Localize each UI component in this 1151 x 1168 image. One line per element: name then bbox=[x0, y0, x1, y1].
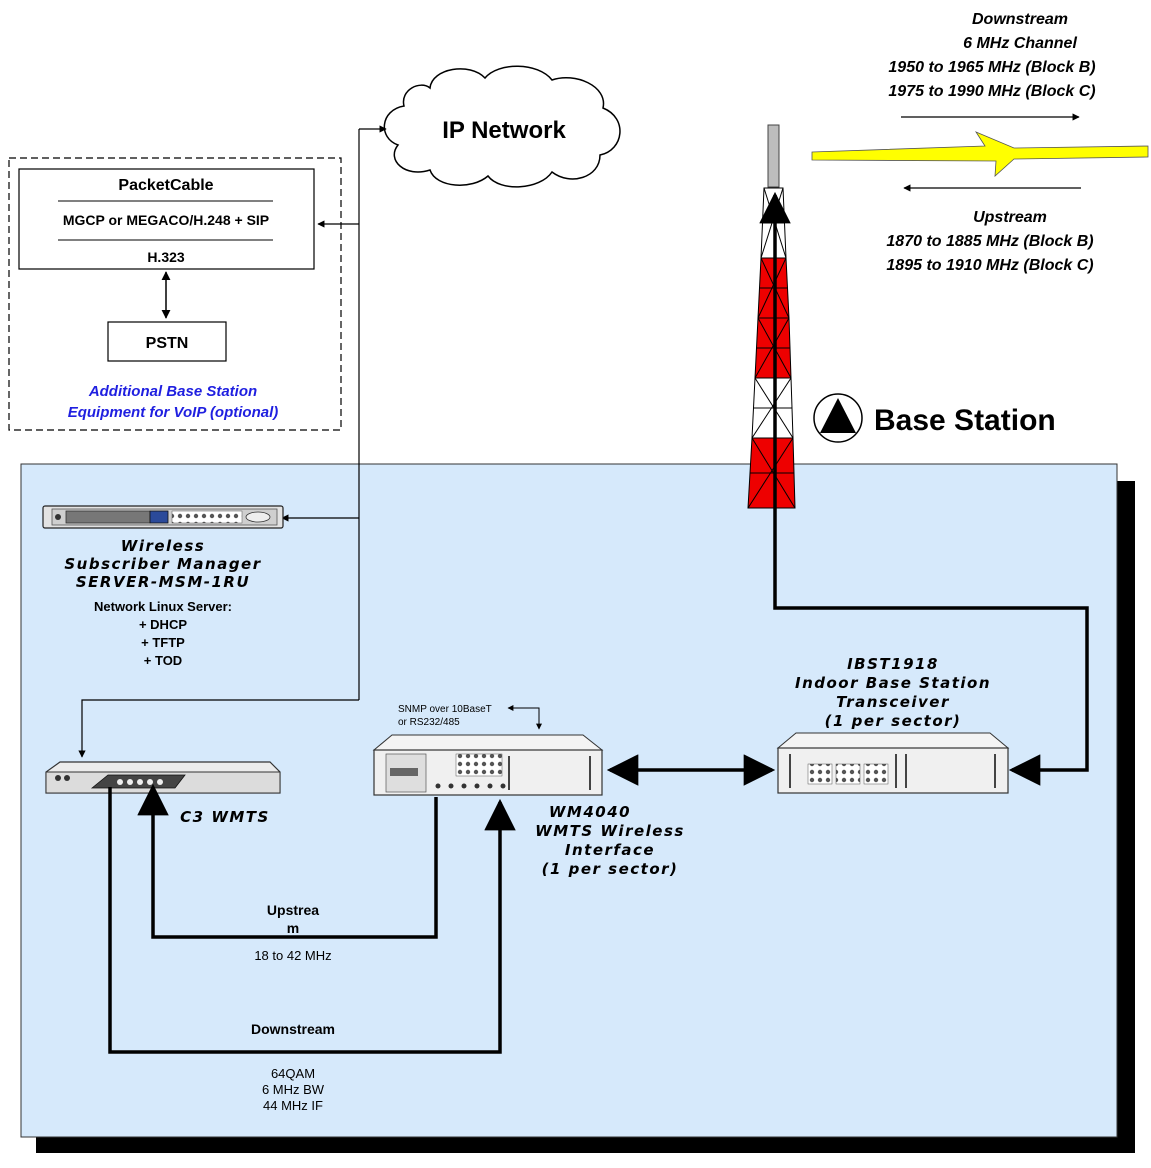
upstream-if-cable bbox=[137, 783, 438, 939]
wm4040-unit bbox=[372, 734, 604, 796]
upstream-if-title-line1: Upstrea bbox=[267, 902, 319, 918]
server-name-line3: SERVER-MSM-1RU bbox=[76, 573, 250, 591]
downstream-rf-channel: 6 MHz Channel bbox=[963, 35, 1077, 52]
server-desc-line2: + DHCP bbox=[139, 617, 187, 632]
ibst-line2: Indoor Base Station bbox=[795, 674, 991, 692]
ip-network-label: IP Network bbox=[442, 117, 566, 144]
downstream-rf-block-c: 1975 to 1990 MHz (Block C) bbox=[888, 83, 1095, 100]
antenna-panel bbox=[767, 124, 780, 188]
c3-link-arrow bbox=[78, 699, 359, 758]
voip-caption-line1: Additional Base Station bbox=[88, 383, 257, 400]
ibst1918-unit bbox=[776, 732, 1010, 794]
snmp-line2: or RS232/485 bbox=[398, 717, 460, 728]
upstream-rf-title: Upstream bbox=[973, 209, 1047, 226]
c3-wmts-label: C3 WMTS bbox=[180, 808, 270, 826]
packetcable-label: PacketCable bbox=[118, 177, 213, 194]
upstream-rf-block-c: 1895 to 1910 MHz (Block C) bbox=[886, 257, 1093, 274]
wm4040-line3: Interface bbox=[565, 841, 655, 859]
upstream-rf-block-b: 1870 to 1885 MHz (Block B) bbox=[886, 233, 1093, 250]
packetcable-box bbox=[18, 168, 315, 270]
c3-wmts-unit bbox=[45, 761, 281, 794]
server-desc-line1: Network Linux Server: bbox=[94, 599, 232, 614]
wm4040-line2: WMTS Wireless bbox=[535, 822, 685, 840]
downstream-if-line1: 64QAM bbox=[271, 1066, 315, 1081]
downstream-if-line3: 44 MHz IF bbox=[263, 1098, 323, 1113]
downstream-if-cable bbox=[108, 787, 516, 1054]
ip-network-cloud bbox=[383, 65, 621, 188]
ibst-line1: IBST1918 bbox=[847, 655, 939, 673]
wireless-link-bolt bbox=[811, 131, 1149, 177]
server-desc-line3: + TFTP bbox=[141, 635, 185, 650]
ibst-line4: (1 per sector) bbox=[825, 712, 962, 730]
downstream-if-line2: 6 MHz BW bbox=[262, 1082, 325, 1097]
pstn-box bbox=[107, 321, 227, 362]
subscriber-manager-server bbox=[42, 505, 284, 529]
downstream-rf-block-b: 1950 to 1965 MHz (Block B) bbox=[888, 59, 1095, 76]
antenna-feed-cable bbox=[759, 191, 1089, 786]
upstream-if-freq: 18 to 42 MHz bbox=[254, 948, 331, 963]
antenna-tower bbox=[747, 124, 796, 509]
pstn-label: PSTN bbox=[146, 335, 189, 352]
h323-label: H.323 bbox=[147, 249, 185, 265]
ibst-line3: Transceiver bbox=[836, 693, 950, 711]
snmp-arrow bbox=[507, 705, 542, 730]
server-name-line2: Subscriber Manager bbox=[64, 555, 261, 573]
protocols-label: MGCP or MEGACO/H.248 + SIP bbox=[63, 212, 269, 228]
downstream-rf-title: Downstream bbox=[972, 11, 1068, 28]
downstream-if-title: Downstream bbox=[251, 1021, 335, 1037]
base-station-label: Base Station bbox=[874, 404, 1056, 437]
voip-caption-line2: Equipment for VoIP (optional) bbox=[68, 404, 279, 421]
upstream-if-title-line2: m bbox=[287, 920, 299, 936]
wm4040-line1: WM4040 bbox=[549, 803, 631, 821]
server-name-line1: Wireless bbox=[121, 537, 205, 555]
voip-optional-box bbox=[8, 157, 342, 431]
server-desc-line4: + TOD bbox=[144, 653, 182, 668]
snmp-line1: SNMP over 10BaseT bbox=[398, 704, 492, 715]
wm4040-line4: (1 per sector) bbox=[542, 860, 679, 878]
